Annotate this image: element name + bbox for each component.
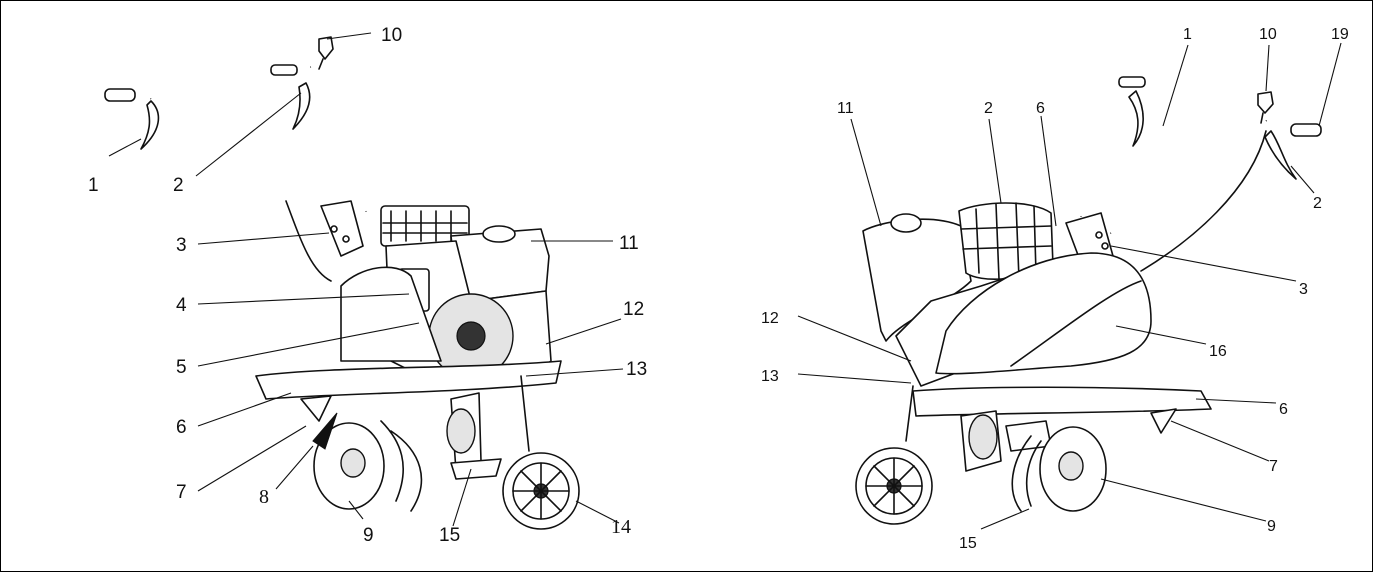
right-tiller-illustration — [855, 76, 1322, 525]
left-leader-lines — [108, 32, 624, 527]
right-label-6a: 6 — [1036, 100, 1045, 117]
left-label-3: 3 — [176, 235, 187, 256]
right-label-2b: 2 — [1313, 195, 1322, 212]
left-label-15: 15 — [439, 525, 460, 546]
right-label-2a: 2 — [984, 100, 993, 117]
right-leader-lines — [797, 42, 1342, 530]
left-label-7: 7 — [176, 482, 187, 503]
right-label-3: 3 — [1299, 281, 1308, 298]
left-label-6: 6 — [176, 417, 187, 438]
right-label-16: 16 — [1209, 343, 1227, 360]
left-label-9: 9 — [363, 525, 374, 546]
right-label-10: 10 — [1259, 26, 1277, 43]
right-label-9: 9 — [1267, 518, 1276, 535]
right-labels: 1 10 19 11 2 6 2 3 12 16 13 6 7 9 15 — [761, 26, 1349, 552]
right-label-15: 15 — [959, 535, 977, 552]
left-labels: 10 1 2 3 11 4 12 5 13 6 7 8 9 15 14 — [88, 25, 647, 546]
left-tiller-illustration — [104, 36, 580, 530]
right-label-1: 1 — [1183, 26, 1192, 43]
right-label-13: 13 — [761, 368, 779, 385]
left-label-8: 8 — [259, 486, 269, 508]
left-label-4: 4 — [176, 295, 187, 316]
left-label-13: 13 — [626, 359, 647, 380]
right-label-7: 7 — [1269, 458, 1278, 475]
left-label-5: 5 — [176, 357, 187, 378]
left-label-10: 10 — [381, 25, 402, 46]
right-label-11: 11 — [837, 100, 854, 117]
left-label-11: 11 — [619, 233, 639, 254]
left-label-12: 12 — [623, 299, 644, 320]
left-label-14: 14 — [611, 516, 631, 538]
right-label-6b: 6 — [1279, 401, 1288, 418]
left-label-1: 1 — [88, 175, 99, 196]
right-label-19: 19 — [1331, 26, 1349, 43]
right-label-12: 12 — [761, 310, 779, 327]
left-label-2: 2 — [173, 175, 184, 196]
